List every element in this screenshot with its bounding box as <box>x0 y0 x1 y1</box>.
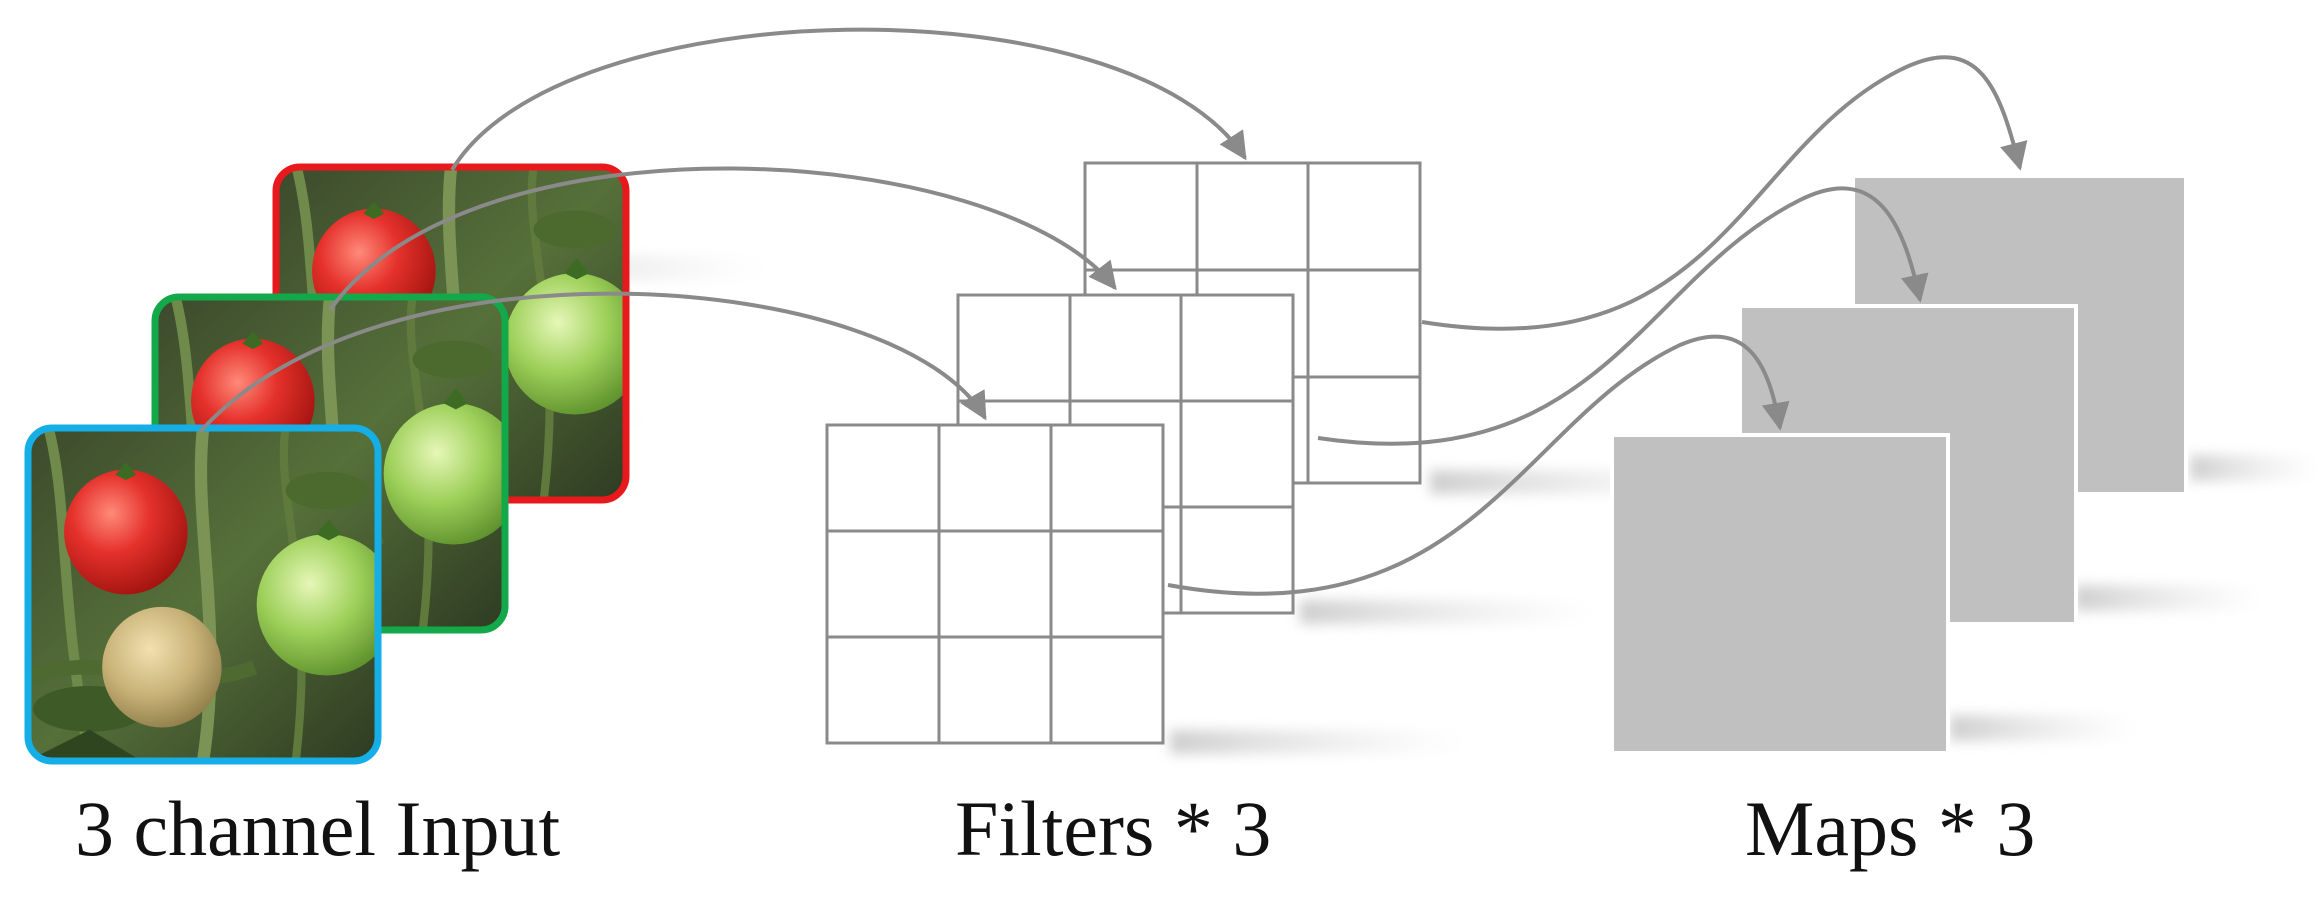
tomato-photo-blue <box>28 428 397 761</box>
input-channels <box>24 163 770 765</box>
input-label: 3 channel Input <box>75 785 561 872</box>
input-channel-blue <box>24 424 397 765</box>
arrow-blue-to-filter <box>198 291 987 434</box>
connection-arrows <box>198 27 2028 596</box>
map-front <box>1610 433 1950 755</box>
maps-label: Maps * 3 <box>1745 785 2035 872</box>
map-front-shadow <box>1950 715 2140 741</box>
filter-front-shadow <box>1170 730 1470 754</box>
filter-front <box>825 423 1165 745</box>
filters-label: Filters * 3 <box>955 785 1271 872</box>
arrow-filter-middle-to-map <box>1317 186 1929 446</box>
map-middle-shadow <box>2075 585 2265 611</box>
feature-maps <box>1610 174 2320 755</box>
arrow-filter-back-to-map <box>1421 55 2028 331</box>
arrow-filter-front-to-map <box>1167 334 1790 596</box>
filters <box>825 161 1730 754</box>
filter-middle-shadow <box>1300 600 1600 624</box>
map-back-shadow <box>2190 455 2320 481</box>
arrow-green-to-filter <box>328 166 1117 312</box>
arrow-red-to-filter <box>450 27 1247 172</box>
